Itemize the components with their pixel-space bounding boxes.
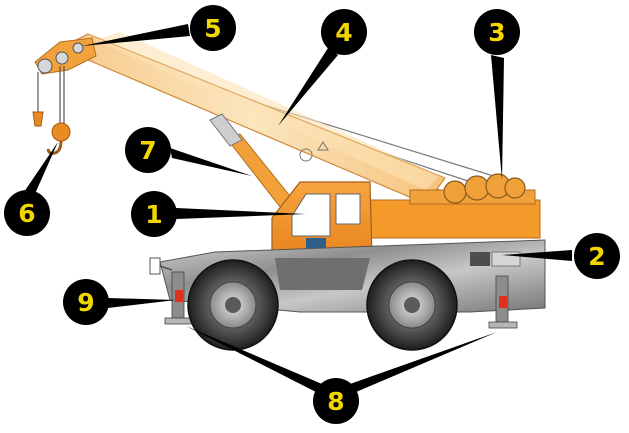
svg-text:7: 7 (139, 136, 156, 165)
boom (58, 32, 446, 205)
callout-2: 2 (574, 233, 620, 279)
callout-6: 6 (4, 190, 50, 236)
leader-line-6 (24, 142, 58, 196)
callout-7: 7 (125, 127, 171, 173)
hook-block (32, 66, 71, 155)
crane-illustration (32, 32, 546, 351)
leader-line-1 (176, 208, 306, 219)
leader-line-2 (502, 250, 572, 261)
svg-text:6: 6 (18, 199, 35, 228)
callout-8: 8 (313, 378, 359, 424)
upper-structure (367, 173, 541, 239)
callout-4: 4 (321, 9, 367, 55)
svg-text:8: 8 (327, 387, 344, 416)
callout-5: 5 (190, 5, 236, 51)
leader-line-8a (186, 326, 322, 392)
svg-text:3: 3 (488, 18, 505, 47)
rear-wheel (366, 259, 458, 351)
svg-text:9: 9 (77, 288, 94, 317)
svg-text:2: 2 (588, 242, 605, 271)
leader-line-3 (491, 55, 504, 180)
boom-decal-icon (299, 141, 329, 162)
operator-cab (271, 181, 373, 259)
leader-line-8b (350, 332, 497, 392)
callout-3: 3 (474, 9, 520, 55)
winch-drums (443, 173, 526, 204)
leader-line-4 (278, 48, 338, 126)
leader-line-7 (170, 148, 252, 176)
callout-1: 1 (131, 191, 177, 237)
leader-line-5 (82, 24, 190, 46)
svg-text:4: 4 (335, 18, 352, 47)
callout-9: 9 (63, 279, 109, 325)
svg-text:1: 1 (145, 200, 162, 229)
leader-line-9 (108, 298, 176, 308)
front-wheel (187, 259, 279, 351)
boom-head (34, 37, 97, 75)
svg-text:5: 5 (204, 14, 221, 43)
leader-lines (24, 24, 572, 392)
mirror (149, 257, 173, 275)
outrigger-warning-stripes (175, 290, 507, 308)
